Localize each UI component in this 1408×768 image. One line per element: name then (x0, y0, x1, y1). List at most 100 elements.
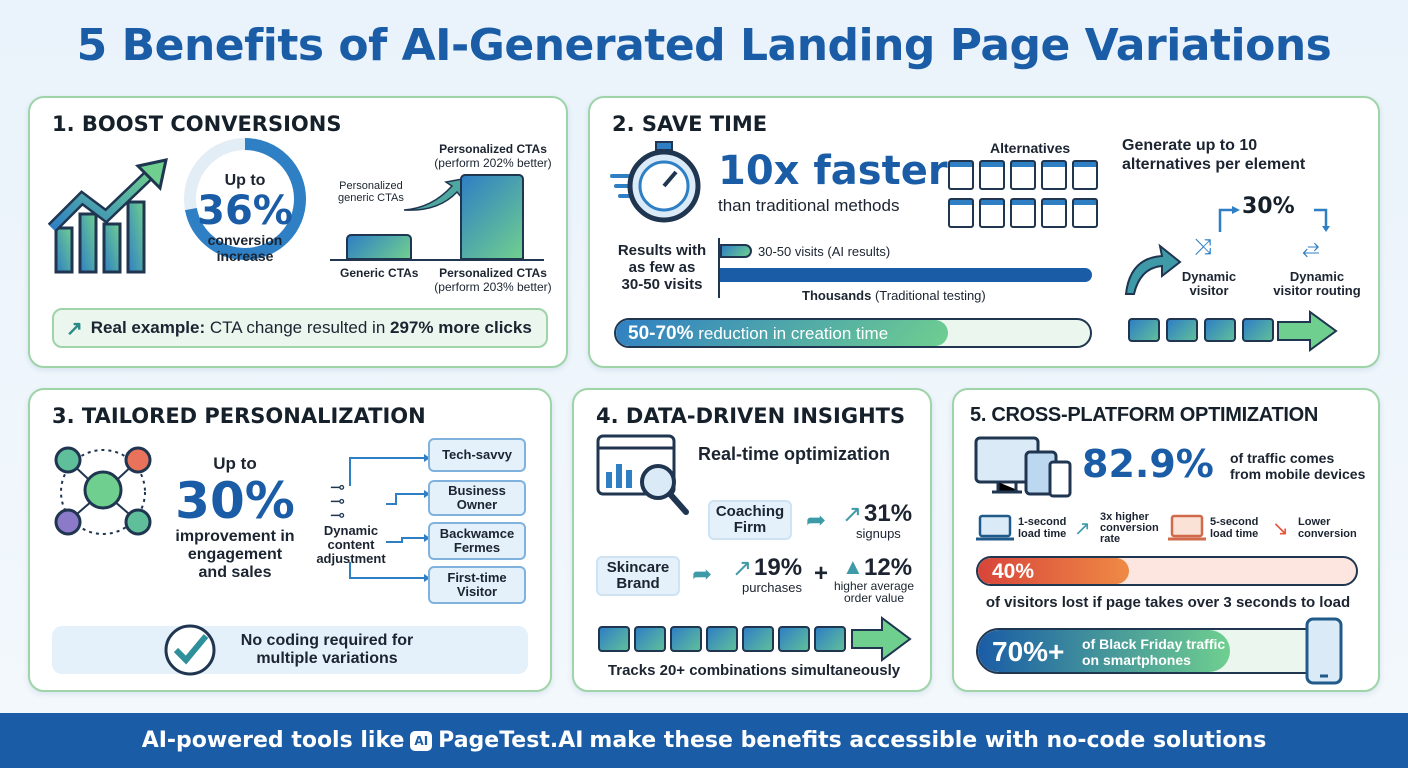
realtime-label: Real-time optimization (698, 444, 891, 464)
generate-label: Generate up to 10 alternatives per eleme… (1122, 137, 1306, 173)
alternatives-label: Alternatives (990, 140, 1071, 156)
footer-brand: PageTest.AI (438, 728, 584, 753)
arrow-right-icon (851, 616, 912, 662)
connector-lines (349, 454, 430, 582)
alternative-card-icon (1072, 160, 1098, 190)
dyn-visitor-2: visitor (1189, 283, 1229, 298)
skin-line1: Skincare (606, 559, 670, 577)
fast-line2: load time (1018, 528, 1067, 540)
arrow-up-right-icon: ↗ (732, 555, 753, 582)
lost-fill (978, 558, 1130, 584)
conversion-percent: 36% (197, 188, 293, 234)
panel-heading: 2. SAVE TIME (612, 112, 768, 136)
fast-line1: 1-second (1018, 516, 1067, 528)
no-code-callout (52, 626, 528, 674)
tracking-block (706, 626, 738, 652)
panel-heading: 1. BOOST CONVERSIONS (52, 112, 342, 136)
step-block (1128, 318, 1160, 342)
bf-value: 70%+ (992, 636, 1065, 667)
lost-text: of visitors lost if page takes over 3 se… (985, 594, 1351, 611)
panel-boost-conversions: 1. BOOST CONVERSIONS Up to 36% conversio… (28, 96, 568, 368)
arrow-label: Personalized (339, 180, 403, 192)
lo-line1: Lower (1298, 516, 1331, 528)
axis-line (718, 238, 720, 298)
panel-heading: 4. DATA-DRIVEN INSIGHTS (596, 404, 906, 428)
bf-line1: of Black Friday traffic (1082, 636, 1226, 652)
step-block (1242, 318, 1274, 342)
results-line2: as few as (628, 259, 696, 276)
lost-value: 40% (992, 560, 1035, 583)
split-icon: ⥄ (1302, 234, 1320, 259)
bf-fill (978, 630, 1230, 672)
alternatives-grid (948, 160, 1108, 232)
panel-heading: 3. TAILORED PERSONALIZATION (52, 404, 426, 428)
sliders-icon: ⊸⊸⊸ (330, 477, 346, 525)
engagement-line3: and sales (198, 564, 272, 581)
reduction-fill (616, 320, 948, 346)
coach-label: signups (856, 526, 901, 541)
reduction-text: reduction in creation time (693, 324, 889, 343)
personalized-top-label: Personalized CTAs (439, 142, 547, 156)
step-block (1204, 318, 1236, 342)
reduction-value: 50-70% (628, 323, 694, 344)
hi-line1: 3x higher (1100, 511, 1149, 523)
lo-line2: conversion (1298, 528, 1357, 540)
tracking-block (634, 626, 666, 652)
footer-suffix: make these benefits accessible with no-c… (589, 728, 1267, 753)
segment-label: Fermes (453, 540, 501, 555)
personalized-bottom-sub: (perform 203% better) (434, 280, 552, 294)
alternative-card-icon (979, 198, 1005, 228)
footer-prefix: AI-powered tools like (141, 728, 405, 753)
coach-line1: Coaching (715, 503, 785, 521)
slow-line1: 5-second (1210, 516, 1259, 528)
shuffle-icon: ⤨ (1194, 234, 1212, 259)
up-to-label: Up to (224, 172, 266, 189)
alternative-card-icon (979, 160, 1005, 190)
conversion-label: conversion (207, 232, 283, 248)
arrow-down-right-icon: ↘ (1272, 518, 1289, 540)
tracking-block (814, 626, 846, 652)
page-title: 5 Benefits of AI-Generated Landing Page … (76, 20, 1332, 71)
real-example-callout: ↗ Real example: CTA change resulted in 2… (52, 308, 548, 348)
stopwatch-icon (610, 141, 701, 223)
bar-generic (346, 234, 412, 260)
generic-ctas-label: Generic CTAs (340, 266, 419, 280)
segment-label: Visitor (456, 584, 498, 599)
hi-line2: conversion (1100, 522, 1159, 534)
mobile-line2: from mobile devices (1230, 466, 1366, 482)
devices-icon (974, 436, 1072, 498)
laptop-fast-icon (976, 514, 1014, 541)
panel-tailored-personalization: 3. TAILORED PERSONALIZATION Up to 30% im… (28, 388, 552, 692)
conversion-ring (184, 138, 306, 260)
personalized-top-sub: (perform 202% better) (434, 156, 552, 170)
example-prefix: Real example: (90, 318, 206, 337)
panel-data-driven-insights: 4. DATA-DRIVEN INSIGHTS Real-time optimi… (572, 388, 932, 692)
mobile-value: 82.9% (1082, 442, 1214, 486)
curved-arrow-icon: ➦ (806, 507, 827, 534)
faster-sub: than traditional methods (718, 196, 900, 215)
tracks-label: Tracks 20+ combinations simultaneously (607, 662, 901, 679)
analytics-magnifier-icon (596, 434, 689, 515)
alternative-card-icon (1010, 160, 1036, 190)
skin-line2: Brand (616, 575, 660, 592)
arrow-up-right-icon: ↗ (842, 501, 863, 528)
people-network-icon (54, 446, 152, 536)
routing-percent: 30% (1242, 194, 1295, 219)
dynamic-line1: Dynamic (323, 523, 379, 538)
arrow-up-right-icon: ↗ (66, 317, 83, 340)
segment-tech-savvy: Tech-savvy (428, 438, 526, 472)
arrow-up-right-icon: ↗ (1074, 518, 1091, 540)
segment-label: Tech-savvy (442, 447, 512, 463)
curved-arrow-icon (1124, 243, 1182, 295)
engagement-line2: engagement (187, 546, 283, 563)
triangle-up-icon: ▲ (842, 554, 864, 579)
personalized-bottom-label: Personalized CTAs (439, 266, 547, 280)
tracking-blocks (598, 626, 858, 654)
tracking-block (778, 626, 810, 652)
bf-line2: on smartphones (1082, 652, 1191, 668)
dyn-routing-1: Dynamic (1289, 269, 1345, 284)
growth-chart-icon (48, 158, 168, 274)
